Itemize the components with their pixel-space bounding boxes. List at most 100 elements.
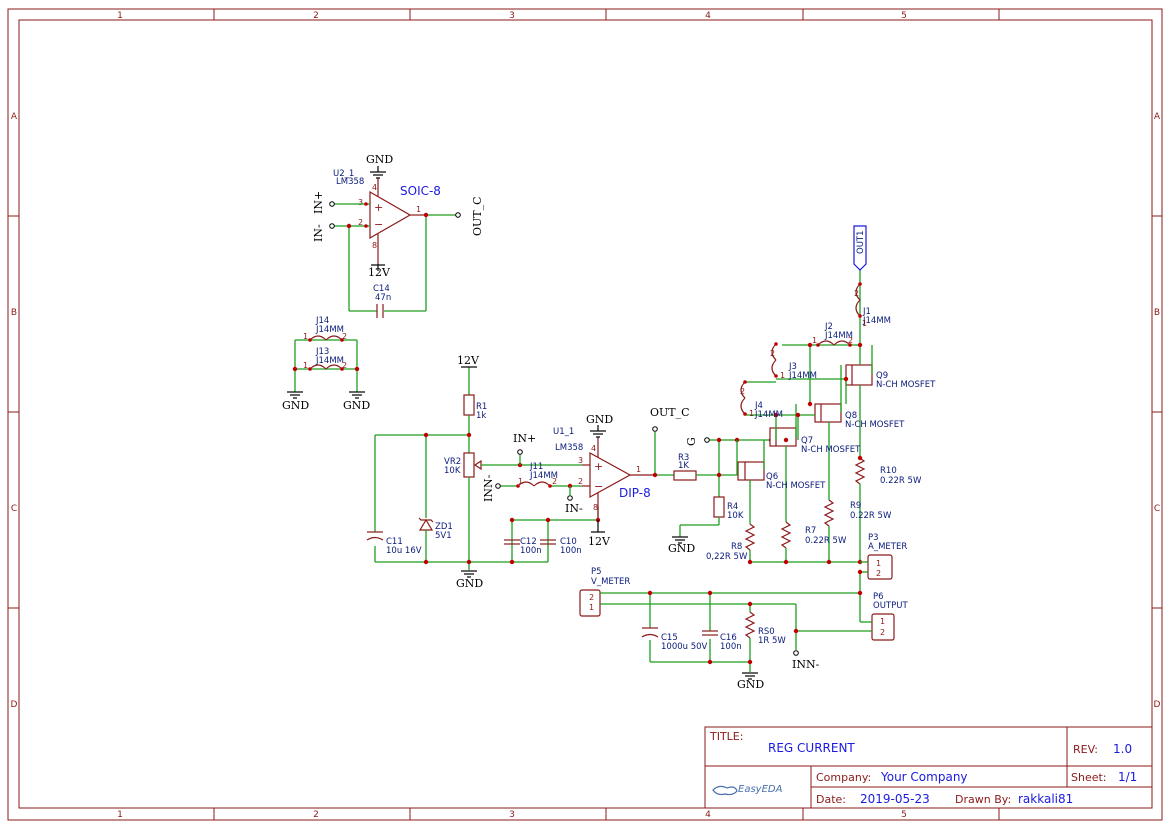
j13-pin2: 2 — [342, 361, 347, 370]
j14-value: J14MM — [315, 325, 344, 335]
zone-y-b-right: B — [1154, 308, 1160, 318]
u2-gnd-symbol — [370, 166, 386, 179]
output-gnd-symbol — [742, 672, 758, 680]
connector-p5[interactable] — [579, 589, 601, 617]
j2-ref: J2 — [824, 322, 833, 332]
j1-pin1: 1 — [862, 319, 867, 328]
u1-pin-out: 1 — [636, 465, 641, 474]
rev-value: 1.0 — [1113, 742, 1132, 756]
u1-value: LM358 — [555, 443, 583, 453]
rev-label: REV: — [1073, 743, 1098, 756]
opamp-u1-block[interactable]: + − U1_1 LM358 DIP-8 4 8 3 2 1 — [553, 427, 655, 520]
sheet-label: Sheet: — [1071, 771, 1107, 784]
p6-pin1: 1 — [880, 617, 885, 626]
j3-pin2: 2 — [770, 349, 775, 358]
r3-value: 1K — [678, 461, 689, 471]
connector-p6[interactable] — [871, 613, 895, 641]
zone-y-c-right: C — [1154, 504, 1160, 514]
r1-value: 1k — [476, 411, 486, 421]
zone-y-a: A — [11, 112, 18, 122]
r7-value: 0.22R 5W — [805, 536, 847, 546]
j4-pin1: 1 — [749, 409, 754, 418]
inn-minus-net-left: INN- — [482, 474, 495, 502]
j1-value: J14MM — [862, 316, 891, 326]
u2-ref: U2_1 — [333, 169, 354, 179]
j4-ref: J4 — [754, 401, 763, 411]
j1-pin2: 2 — [854, 289, 859, 298]
u1-pin-vee: 8 — [593, 503, 598, 512]
u2-out-c-net: OUT_C — [471, 196, 484, 236]
j14-ref: J14 — [315, 316, 329, 326]
p5-ref: P5 — [591, 567, 602, 577]
r10-value: 0.22R 5W — [880, 476, 922, 486]
u1-ref: U1_1 — [553, 427, 574, 437]
inn-minus-net-right: INN- — [792, 658, 820, 671]
u1-package: DIP-8 — [619, 486, 651, 500]
c15-value: 1000u 50V — [661, 642, 708, 652]
p3-pin2: 2 — [876, 569, 881, 578]
r7-ref: R7 — [805, 526, 816, 536]
j3-ref: J3 — [788, 362, 797, 372]
connector-p3[interactable] — [867, 554, 893, 580]
p6-value: OUTPUT — [873, 601, 908, 611]
j-gnd-right-symbol — [349, 391, 365, 399]
q8-value: N-CH MOSFET — [845, 420, 905, 430]
u1-plus-sign: + — [594, 460, 603, 473]
c12-value: 100n — [520, 546, 542, 556]
easyeda-logo: EasyEDA — [712, 784, 783, 796]
u1-12v-label: 12V — [588, 535, 611, 548]
j3-value: J14MM — [788, 371, 817, 381]
opamp-u2-block[interactable]: + − U2_1 LM358 SOIC-8 4 8 3 2 1 — [333, 169, 441, 265]
zone-x-1-bottom: 1 — [117, 810, 123, 820]
c10-value: 100n — [560, 546, 582, 556]
vr2-value: 10K — [444, 466, 461, 476]
j14-pin1: 1 — [303, 332, 308, 341]
j-gnd-right-label: GND — [343, 399, 370, 412]
u2-in-minus-net: IN- — [312, 224, 325, 242]
u2-plus-sign: + — [374, 201, 383, 214]
out1-port[interactable] — [853, 225, 867, 271]
r1-12v-label: 12V — [457, 354, 480, 367]
j-gnd-left-label: GND — [282, 399, 309, 412]
q8-ref: Q8 — [845, 411, 857, 421]
u2-pin-minus: 2 — [358, 218, 363, 227]
zone-x-5: 5 — [901, 11, 907, 21]
zd1-value: 5V1 — [435, 531, 452, 541]
zone-y-a-right: A — [1154, 112, 1161, 122]
p3-value: A_METER — [868, 542, 907, 552]
p3-ref: P3 — [868, 533, 879, 543]
mosfet-bank-wiring — [736, 270, 873, 565]
j13-ref: J13 — [315, 347, 329, 357]
q6-value: N-CH MOSFET — [766, 481, 826, 491]
j2-value: J14MM — [824, 331, 853, 341]
r4-gnd-label: GND — [668, 542, 695, 555]
zd1-ref: ZD1 — [435, 522, 453, 532]
title-label: TITLE: — [709, 730, 743, 743]
r4-ref: R4 — [727, 502, 738, 512]
logo-text: EasyEDA — [738, 784, 783, 795]
u1-pin-vcc: 4 — [591, 444, 596, 453]
u2-value: LM358 — [336, 177, 364, 187]
zone-x-3-bottom: 3 — [509, 810, 515, 820]
p5-pin2: 2 — [589, 593, 594, 602]
u1-pin-minus: 2 — [578, 477, 583, 486]
zone-y-d: D — [11, 700, 18, 710]
u1-pin-plus: 3 — [578, 456, 583, 465]
r1-ref: R1 — [476, 402, 487, 412]
gnd-symbol-ref — [461, 570, 477, 578]
zone-x-5-bottom: 5 — [901, 810, 907, 820]
u2-12v-symbol — [371, 264, 385, 271]
output-gnd-label: GND — [737, 678, 764, 691]
sheet-frame — [7, 8, 1163, 821]
j14-pin2: 2 — [342, 332, 347, 341]
r4-gnd-symbol — [672, 536, 688, 544]
c16-ref: C16 — [720, 633, 737, 643]
jumper-j14-j13[interactable] — [292, 335, 360, 392]
u2-12v-label: 12V — [368, 266, 391, 279]
company-value: Your Company — [880, 770, 968, 784]
c15-ref: C15 — [661, 633, 678, 643]
j13-value: J14MM — [315, 356, 344, 366]
c10-ref: C10 — [560, 537, 577, 547]
j2-pin2: 2 — [848, 336, 853, 345]
